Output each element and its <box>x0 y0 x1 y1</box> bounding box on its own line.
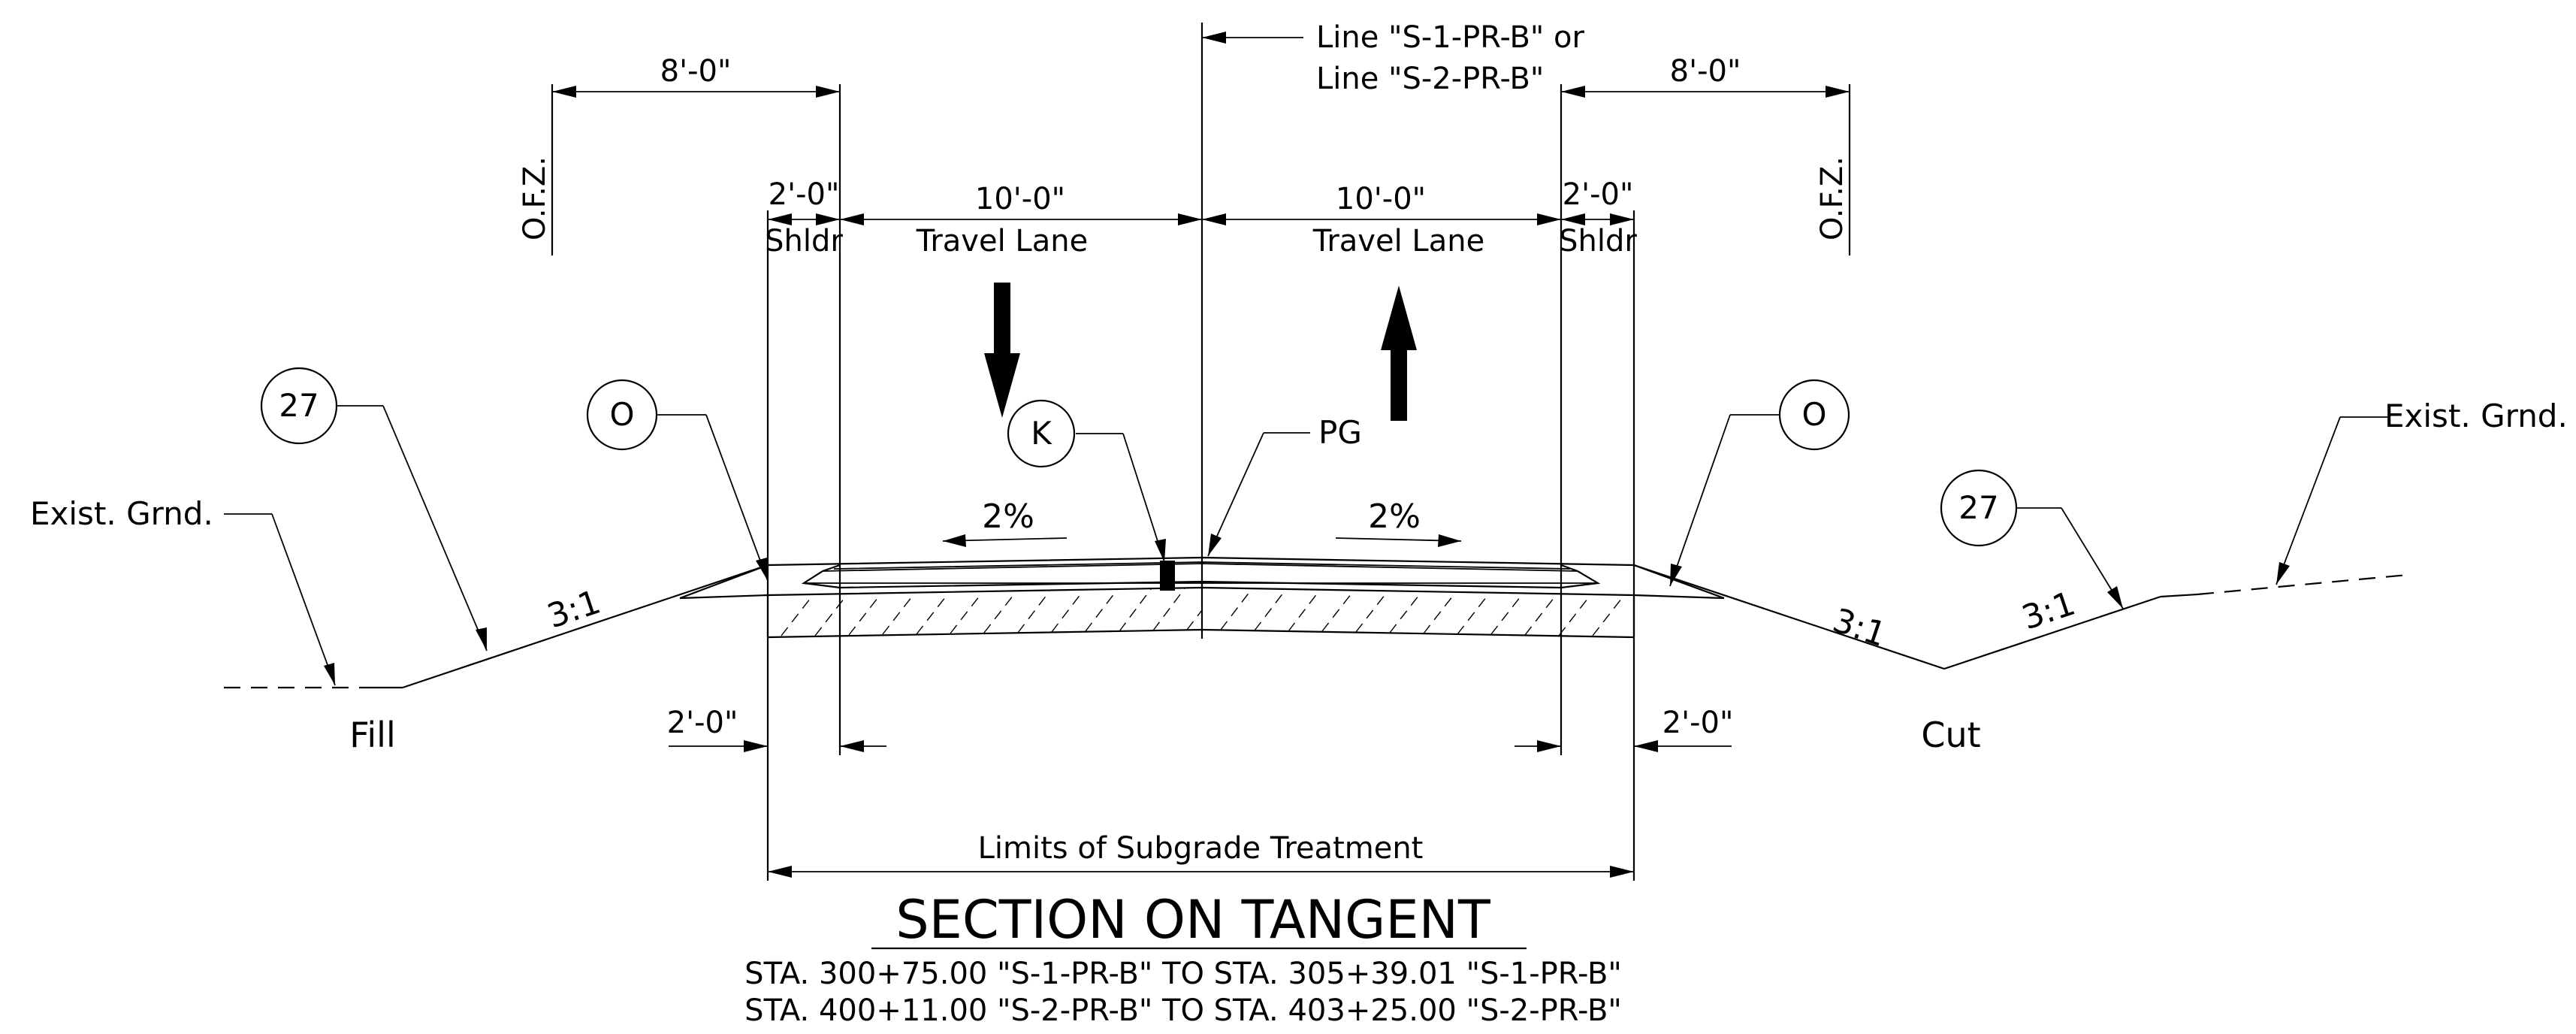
callout-27-left <box>260 367 488 652</box>
slope-ratio-backslope: 3:1 <box>2017 585 2079 638</box>
dim-8ft-left-label: 8'-0" <box>660 54 732 89</box>
callout-O-left <box>586 379 769 582</box>
station-range-2: STA. 400+11.00 "S-2-PR-B" TO STA. 403+25… <box>744 993 1622 1028</box>
slope-pct-left: 2% <box>982 497 1034 536</box>
slope-ratio-cut: 3:1 <box>1829 601 1891 655</box>
dimension-8ft-right <box>1560 84 1850 255</box>
shoulder-label-left: Shldr <box>765 224 843 258</box>
centerline-label-2: Line "S-2-PR-B" <box>1316 62 1544 96</box>
centerline-label-1: Line "S-1-PR-B" or <box>1316 20 1585 55</box>
ofz-label-left: O.F.Z. <box>518 156 552 240</box>
dim-lane-left: 10'-0" <box>975 182 1065 216</box>
dimension-8ft-left <box>552 84 841 255</box>
dimension-2ft-lower-right <box>1514 740 1732 752</box>
exist-ground-leader-right <box>2276 416 2389 585</box>
slope-pct-right: 2% <box>1368 497 1421 536</box>
callout-27-left-label: 27 <box>279 387 319 424</box>
lane-dimension-lines <box>766 210 1635 881</box>
dim-shoulder-left: 2'-0" <box>769 177 840 212</box>
direction-arrow-up <box>1381 286 1417 421</box>
ofz-label-right: O.F.Z. <box>1815 156 1850 240</box>
cut-label: Cut <box>1921 715 1980 755</box>
dim-2ft-lower-left: 2'-0" <box>667 706 738 740</box>
dimension-2ft-lower-left <box>669 740 886 752</box>
slope-arrow-right <box>1335 534 1462 547</box>
exist-grnd-right-label: Exist. Grnd. <box>2384 398 2568 434</box>
fill-slope <box>224 564 769 689</box>
exist-grnd-left-label: Exist. Grnd. <box>30 495 213 532</box>
travel-lane-label-right: Travel Lane <box>1312 224 1484 258</box>
slope-ratio-fill: 3:1 <box>542 583 605 636</box>
direction-arrow-down <box>984 283 1020 418</box>
pavement-section <box>679 556 1725 639</box>
centerline <box>1200 23 1303 639</box>
dim-8ft-right-label: 8'-0" <box>1670 54 1741 89</box>
cut-slope <box>1633 564 2408 670</box>
callout-27-right <box>1940 469 2124 609</box>
pg-label: PG <box>1318 414 1362 451</box>
dim-shoulder-right: 2'-0" <box>1563 177 1634 212</box>
callout-K <box>1007 399 1166 563</box>
callout-27-right-label: 27 <box>1958 489 1998 526</box>
ofz-lines <box>551 84 1851 255</box>
callout-K-label: K <box>1031 415 1052 452</box>
callout-O-right <box>1669 379 1850 587</box>
subgrade-limits-label: Limits of Subgrade Treatment <box>978 831 1424 866</box>
slope-arrow-left <box>942 534 1068 547</box>
dim-lane-right: 10'-0" <box>1336 182 1426 216</box>
section-title: SECTION ON TANGENT <box>895 889 1490 951</box>
exist-ground-leader-left <box>224 513 336 686</box>
callout-O-left-label: O <box>609 396 634 433</box>
station-range-1: STA. 300+75.00 "S-1-PR-B" TO STA. 305+39… <box>744 957 1622 991</box>
travel-lane-label-left: Travel Lane <box>916 224 1088 258</box>
shoulder-label-right: Shldr <box>1559 224 1637 258</box>
callout-PG <box>1207 432 1310 557</box>
dim-2ft-lower-right: 2'-0" <box>1662 706 1734 740</box>
fill-label: Fill <box>349 715 395 755</box>
callout-O-right-label: O <box>1801 396 1826 433</box>
subgrade-limits-dimension <box>768 866 1634 878</box>
